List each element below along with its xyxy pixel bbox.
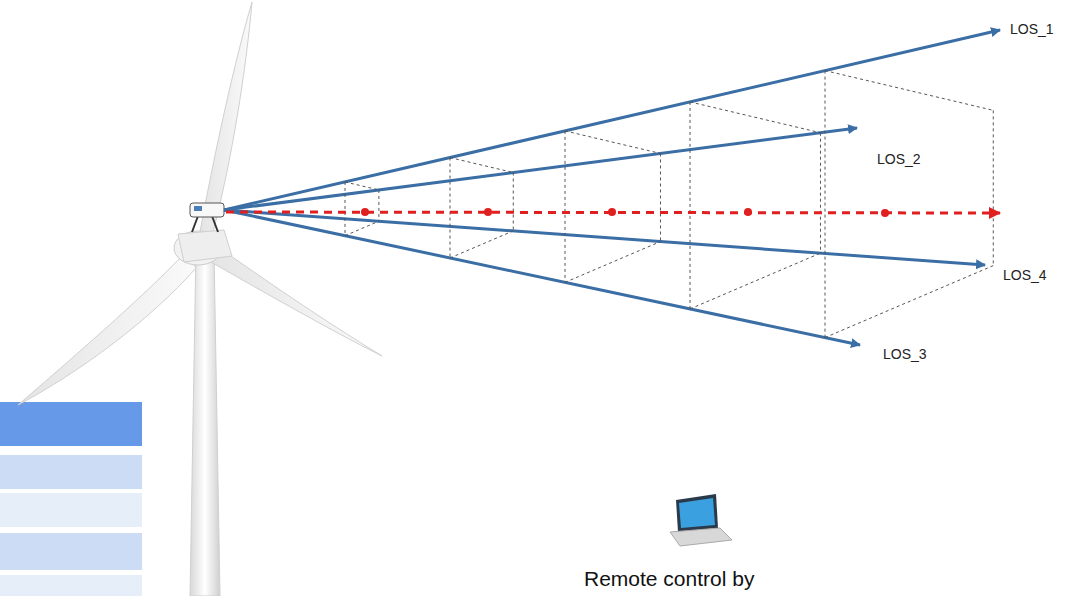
plane-edge	[565, 242, 660, 283]
plane-edge	[820, 133, 821, 253]
plane-edge	[565, 131, 660, 154]
los-label: LOS_2	[877, 152, 921, 167]
plane-edge	[345, 221, 379, 235]
plane-edge	[450, 158, 451, 258]
plane-edge	[345, 182, 379, 190]
plane-edge	[825, 71, 826, 338]
los-label: LOS_4	[1003, 268, 1047, 283]
plane-edge	[825, 266, 993, 338]
plane-edge	[825, 71, 993, 111]
plane-edge	[513, 173, 514, 231]
center-line	[226, 208, 1000, 217]
wind-turbine	[18, 2, 382, 596]
plane-edge	[378, 190, 379, 221]
plane-edge	[345, 182, 346, 236]
plane-edge	[450, 231, 513, 258]
los-label: LOS_3	[883, 347, 927, 362]
plane-edge	[690, 102, 691, 309]
plane-edge	[690, 102, 820, 133]
measurement-planes	[345, 71, 993, 338]
los-beams	[224, 30, 1000, 345]
laptop-icon	[670, 494, 732, 546]
plane-edge	[690, 253, 820, 309]
plane-edge	[660, 153, 661, 241]
plane-edge	[993, 110, 994, 265]
plane-edge	[565, 131, 566, 282]
plane-edge	[450, 158, 513, 173]
table-bars	[0, 402, 142, 596]
los-label: LOS_1	[1010, 22, 1054, 37]
caption-text: Remote control by	[584, 567, 754, 590]
